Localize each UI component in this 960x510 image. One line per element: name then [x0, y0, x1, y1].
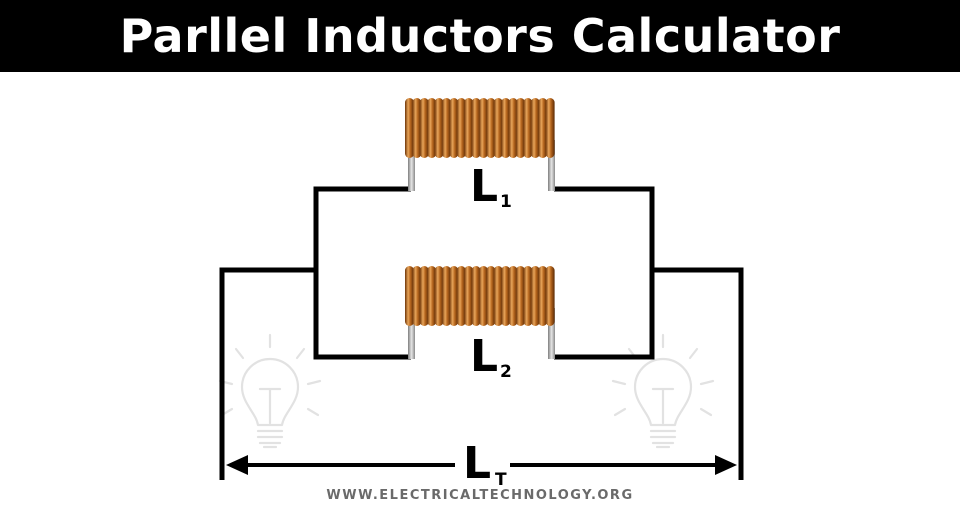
total-inductance-arrow — [226, 455, 737, 475]
inductor-coil-icon — [405, 98, 555, 158]
light-bulb-icon — [611, 333, 715, 449]
website-watermark: WWW.ELECTRICALTECHNOLOGY.ORG — [0, 488, 960, 503]
lead-wire — [548, 308, 555, 359]
lead-wire — [408, 308, 415, 359]
inductor-1-subscript: 1 — [500, 192, 512, 212]
lead-wire — [408, 140, 415, 191]
inductor-coil-icon — [405, 266, 555, 326]
inductor-2-subscript: 2 — [500, 362, 512, 382]
inductor-2-symbol: L — [470, 331, 498, 382]
total-inductance-subscript: T — [495, 470, 507, 490]
website-url: WWW.ELECTRICALTECHNOLOGY.ORG — [326, 488, 634, 503]
page-title: Parllel Inductors Calculator — [119, 9, 841, 63]
lead-wire — [548, 140, 555, 191]
light-bulb-icon — [218, 333, 322, 449]
total-inductance-symbol: L — [463, 438, 491, 489]
inductor-1-symbol: L — [470, 161, 498, 212]
title-bar: Parllel Inductors Calculator — [0, 0, 960, 72]
